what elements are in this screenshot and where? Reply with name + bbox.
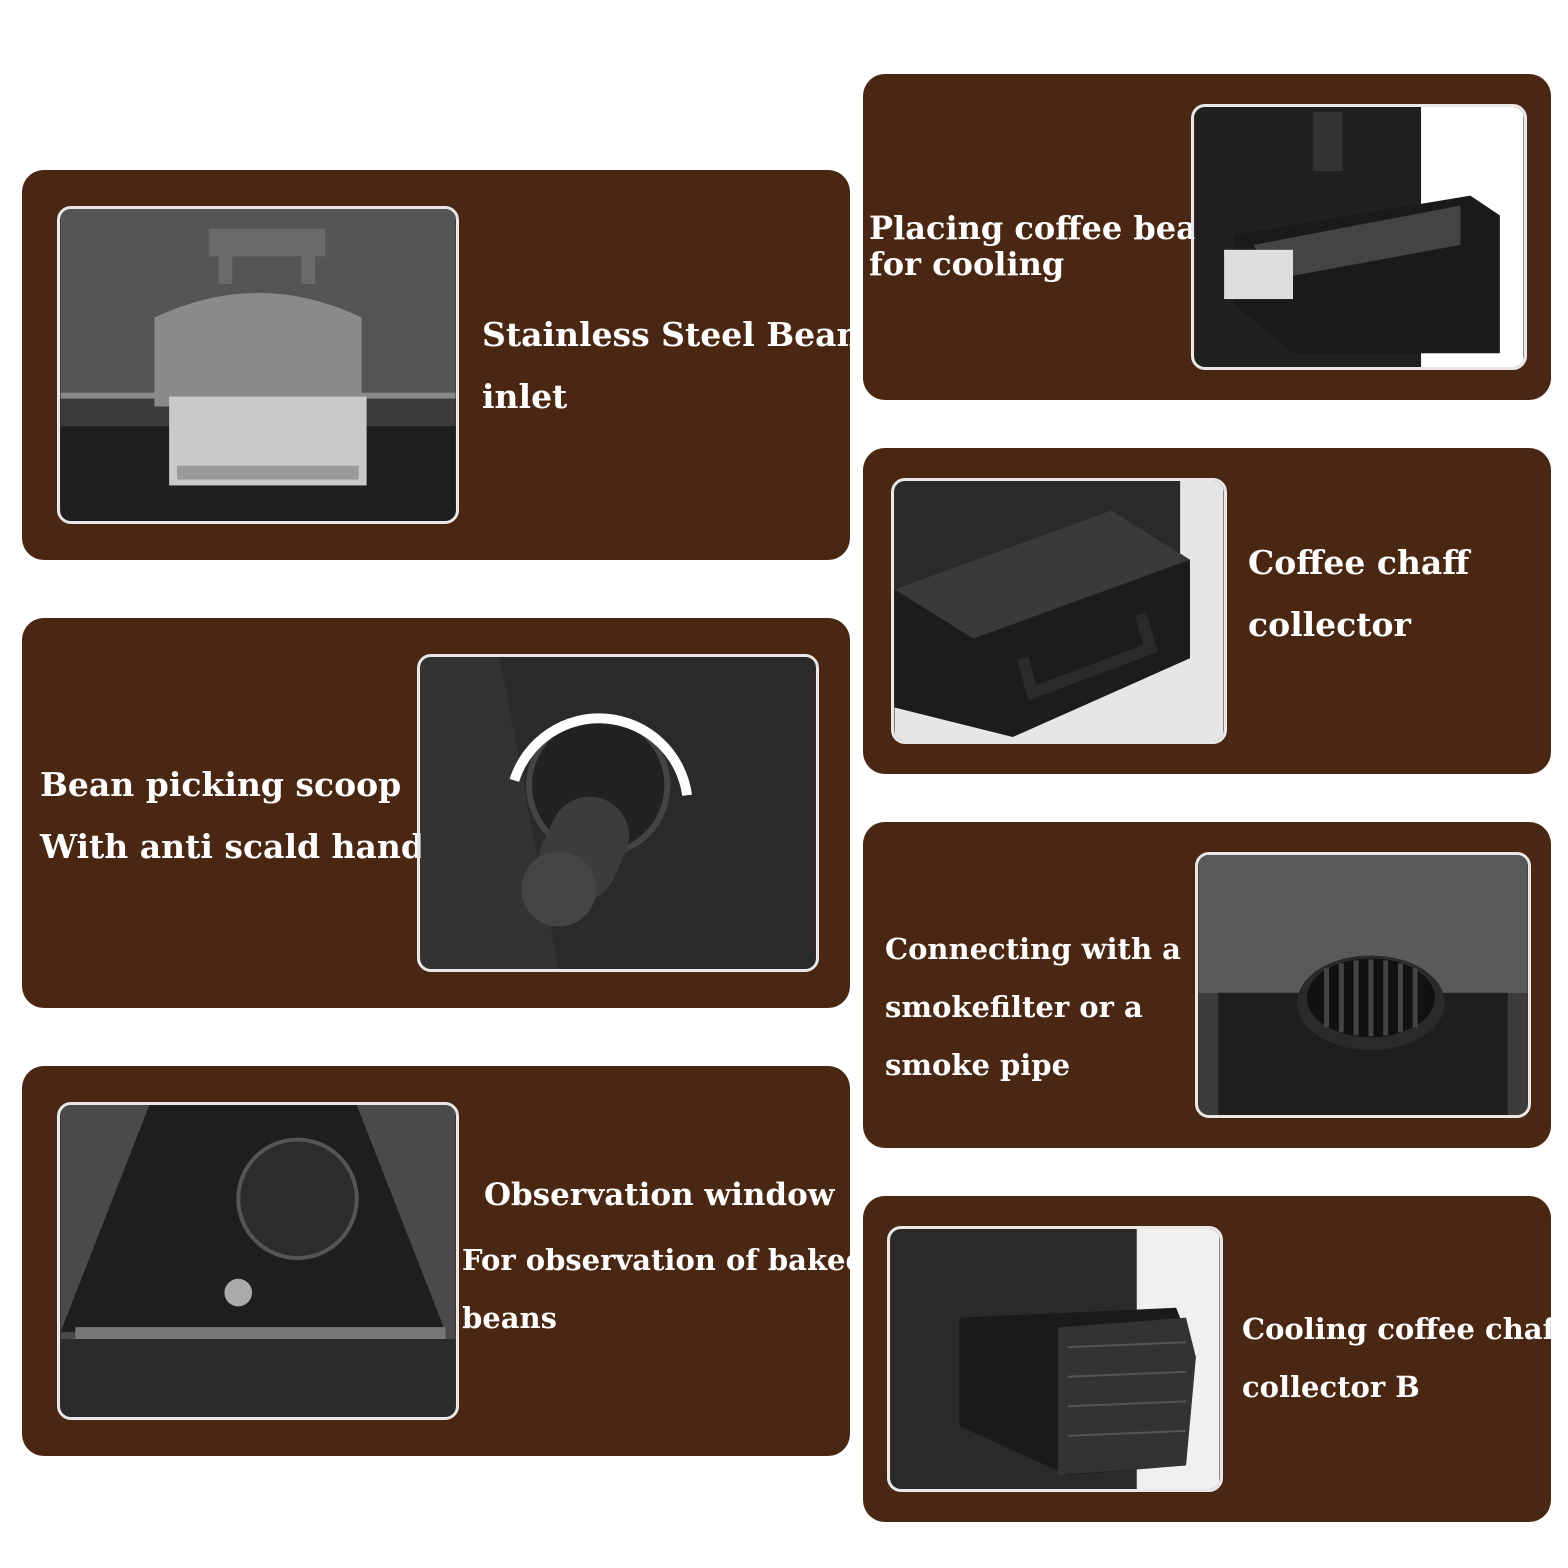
feature-card-window: Observation window For observation of ba… — [22, 1066, 866, 1456]
smoke-outlet-photo — [1195, 852, 1531, 1118]
chaff-line2: collector — [1248, 605, 1411, 644]
cooling-caption: Placing coffee beans for cooling — [869, 210, 1238, 282]
smoke-line2: smokefilter or a — [885, 990, 1143, 1024]
scoop-knob-icon — [420, 657, 816, 969]
collector-b-line1: Cooling coffee chaff — [1242, 1312, 1567, 1346]
observation-window-icon — [60, 1105, 456, 1417]
feature-card-smoke: Connecting with a smokefilter or a smoke… — [863, 822, 1551, 1148]
feature-card-cooling: Placing coffee beans for cooling — [863, 74, 1551, 400]
bean-inlet-line1: Stainless Steel Bean — [482, 315, 861, 354]
cooling-line2: for cooling — [869, 245, 1065, 283]
feature-card-collector-b: Cooling coffee chaff collector B — [863, 1196, 1566, 1522]
feature-card-scoop: Bean picking scoop With anti scald handl… — [22, 618, 850, 1008]
cooling-tray-icon — [1194, 107, 1524, 367]
collector-b-icon — [890, 1229, 1220, 1489]
feature-card-bean-inlet: Stainless Steel Bean inlet — [22, 170, 861, 560]
chaff-caption: Coffee chaff collector — [1248, 532, 1469, 656]
smoke-caption: Connecting with a smokefilter or a smoke… — [885, 920, 1181, 1094]
chaff-drawer-photo — [891, 478, 1227, 744]
chaff-drawer-icon — [894, 481, 1224, 741]
observation-window-photo — [57, 1102, 459, 1420]
collector-b-line2: collector B — [1242, 1370, 1420, 1404]
bean-inlet-photo — [57, 206, 459, 524]
window-line1: Observation window — [484, 1177, 835, 1213]
feature-card-chaff: Coffee chaff collector — [863, 448, 1551, 774]
collector-b-photo — [887, 1226, 1223, 1492]
scoop-knob-photo — [417, 654, 819, 972]
cooling-tray-photo — [1191, 104, 1527, 370]
smoke-outlet-icon — [1198, 855, 1528, 1115]
scoop-line2: With anti scald handle — [40, 827, 458, 866]
chaff-line1: Coffee chaff — [1248, 543, 1470, 582]
scoop-caption: Bean picking scoop With anti scald handl… — [40, 754, 458, 878]
smoke-line3: smoke pipe — [885, 1048, 1071, 1082]
window-caption: Observation window For observation of ba… — [462, 1165, 866, 1347]
cooling-line1: Placing coffee beans — [869, 209, 1239, 247]
window-line2: For observation of baked — [462, 1243, 866, 1277]
bean-inlet-icon — [60, 209, 456, 521]
bean-inlet-caption: Stainless Steel Bean inlet — [482, 304, 861, 428]
smoke-line1: Connecting with a — [885, 932, 1181, 966]
scoop-line1: Bean picking scoop — [40, 765, 402, 804]
window-line3: beans — [462, 1301, 557, 1335]
collector-b-caption: Cooling coffee chaff collector B — [1242, 1300, 1566, 1416]
bean-inlet-line2: inlet — [482, 377, 568, 416]
